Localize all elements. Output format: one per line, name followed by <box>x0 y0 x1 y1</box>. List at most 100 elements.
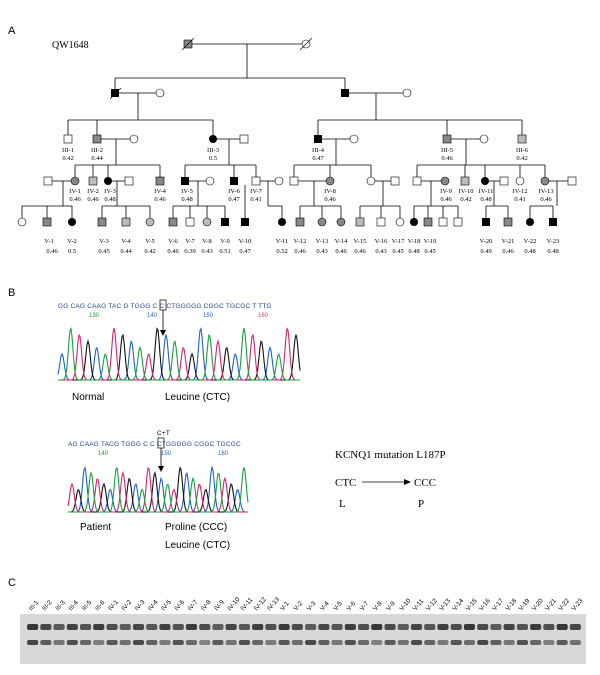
V-2-symbol <box>68 218 76 226</box>
V-9-symbol <box>221 218 229 226</box>
V-22-symbol <box>526 218 534 226</box>
III-4-label: III-4 <box>312 147 325 154</box>
gel-band-lower <box>543 640 555 645</box>
IV-12-symbol <box>515 176 525 186</box>
V-15-value: 0.46 <box>354 248 366 255</box>
III-3-label: III-3 <box>207 147 219 154</box>
spouse <box>239 134 249 144</box>
gel-band-upper <box>238 624 250 630</box>
female-unaffected <box>366 176 376 186</box>
V-2-label: V-2 <box>67 238 77 245</box>
V-13-label: V-13 <box>316 238 329 245</box>
IV-1-label: IV-1 <box>69 188 81 195</box>
patient-label: Patient <box>80 522 111 533</box>
V-18-label: V-18 <box>408 238 421 245</box>
III-6-value: 0.42 <box>516 155 527 162</box>
III-6-symbol <box>517 134 527 144</box>
gel-band-upper <box>93 624 105 630</box>
V-23-symbol <box>549 218 557 226</box>
IV-6-label: IV-6 <box>228 188 240 195</box>
patient-pos-160: 160 <box>218 451 229 457</box>
gel-band-lower <box>27 640 39 645</box>
female-unaffected <box>155 88 165 98</box>
V-8-value: 0.43 <box>201 248 212 255</box>
III-3-value: 0.5 <box>209 155 217 162</box>
IV-4-value: 0.46 <box>154 196 166 203</box>
V-14-label: V-14 <box>335 238 349 245</box>
V-7-label: V-7 <box>185 238 195 245</box>
gel-band-upper <box>371 624 383 630</box>
trace-line <box>68 466 249 513</box>
gel-band-lower <box>199 640 211 645</box>
V-12-value: 0.46 <box>294 248 306 255</box>
gel-lane-label: V-12 <box>425 597 439 612</box>
III-4-value: 0.47 <box>312 155 324 162</box>
gel-lane-label: V-19 <box>518 597 532 612</box>
IV-2-symbol <box>88 176 98 186</box>
III-3-symbol <box>209 135 217 143</box>
IV-7-symbol <box>251 176 261 186</box>
gel-band-lower <box>556 640 568 645</box>
IV-3-label: IV-3 <box>104 188 116 195</box>
spouse <box>124 176 134 186</box>
codon-from: CTC <box>335 477 356 489</box>
gel-band-upper <box>80 624 92 630</box>
gel-band-lower <box>40 640 52 645</box>
gel-band-lower <box>503 640 515 645</box>
gel-lane-label: III-2 <box>41 599 54 612</box>
V-6-label: V-6 <box>168 238 178 245</box>
gel-lane-label: III-4 <box>67 599 80 612</box>
gel-band-upper <box>490 624 502 630</box>
gel-lane-label: V-8 <box>372 600 384 612</box>
gel-lane-label: IV-6 <box>173 599 186 613</box>
IV-5-value: 0.48 <box>181 196 192 203</box>
gel-band-lower <box>53 640 65 645</box>
spouse <box>129 134 139 144</box>
gel-lane-label: V-3 <box>306 600 318 612</box>
V-16-label: V-16 <box>375 238 389 245</box>
normal-label: Normal <box>72 392 104 403</box>
V-22-value: 0.48 <box>524 248 535 255</box>
V-22-label: V-22 <box>524 238 537 245</box>
V-10-value: 0.47 <box>239 248 251 255</box>
IV-3-value: 0.48 <box>104 196 115 203</box>
V-5-label: V-5 <box>145 238 155 245</box>
deceased-mark <box>181 37 195 51</box>
gel-band-lower <box>106 640 118 645</box>
normal-chromatogram: GG CAG CAAG TAC G TGGG C C CTGGGGG CGGC … <box>58 299 272 336</box>
IV-8-label: IV-8 <box>324 188 336 195</box>
gel-band-upper <box>199 624 211 630</box>
V-1-symbol <box>42 217 52 227</box>
IV-7-value: 0.41 <box>250 196 261 203</box>
III-2-value: 0.44 <box>91 155 103 162</box>
spouse <box>205 176 215 186</box>
gel-lane-label: V-11 <box>412 598 426 613</box>
IV-12-label: IV-12 <box>513 188 528 195</box>
gel-lane-label: V-14 <box>451 597 465 612</box>
codon-to: CCC <box>414 477 436 489</box>
gel-band-upper <box>133 624 145 630</box>
gel-band-lower <box>225 640 237 645</box>
IV-11-value: 0.48 <box>480 196 491 203</box>
normal-pos-160: 160 <box>258 313 269 319</box>
gel-band-upper <box>331 624 343 630</box>
arrow-head <box>160 330 166 336</box>
gel-lane-label: V-9 <box>385 600 397 612</box>
panel-letter-a: A <box>8 25 16 37</box>
IV-1-symbol <box>70 176 80 186</box>
gel-band-lower <box>265 640 277 645</box>
gel-band-lower <box>477 640 489 645</box>
gel-lane-label: IV-13 <box>266 596 281 612</box>
gel-band-upper <box>291 624 303 630</box>
gel-band-lower <box>358 640 370 645</box>
gel-band-lower <box>93 640 105 645</box>
IV-5-label: IV-5 <box>181 188 193 195</box>
gel-lane-label: IV-4 <box>147 599 160 613</box>
normal-trace <box>57 327 301 381</box>
IV-13-symbol <box>540 176 550 186</box>
gel-lane-label: V-21 <box>544 597 558 612</box>
deceased-mark <box>109 87 122 100</box>
V-20-value: 0.49 <box>480 248 491 255</box>
